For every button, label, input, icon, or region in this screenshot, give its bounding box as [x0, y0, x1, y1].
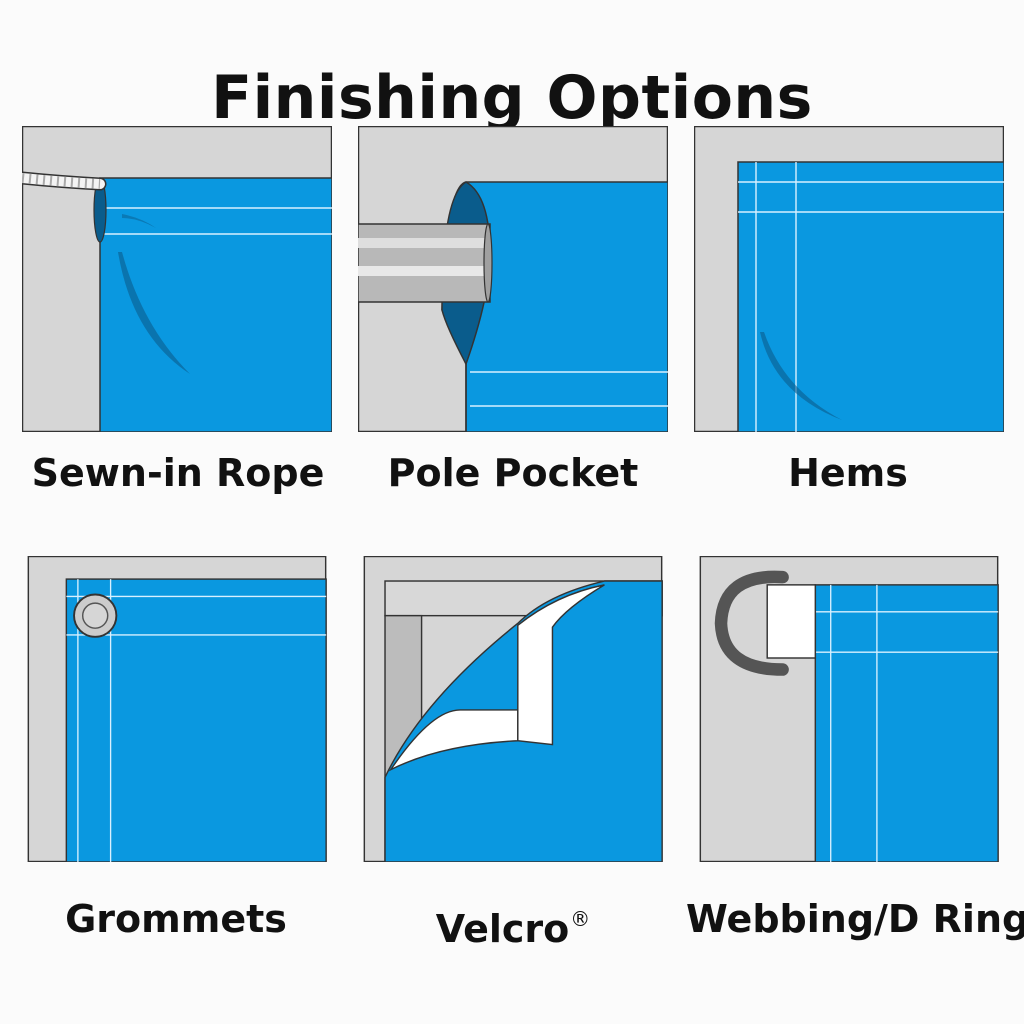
caption-sewn-in-rope: Sewn-in Rope	[31, 451, 325, 495]
caption-velcro-label: Velcro	[435, 907, 570, 951]
caption-pole-pocket: Pole Pocket	[387, 451, 639, 495]
velcro-illustration	[358, 556, 668, 862]
caption-velcro: Velcro®	[345, 894, 681, 954]
sewn-in-rope-illustration	[22, 126, 332, 432]
webbing-d-ring-illustration	[694, 556, 1004, 862]
caption-hems: Hems	[788, 451, 908, 495]
grommets-illustration	[22, 556, 332, 862]
caption-grommets: Grommets	[65, 897, 287, 941]
caption-webbing-d-ring: Webbing/D Ring	[686, 897, 1024, 941]
registered-trademark-symbol: ®	[570, 907, 591, 931]
hems-illustration	[694, 126, 1004, 432]
pole-pocket-illustration	[358, 126, 668, 432]
page-title: Finishing Options	[211, 63, 813, 134]
